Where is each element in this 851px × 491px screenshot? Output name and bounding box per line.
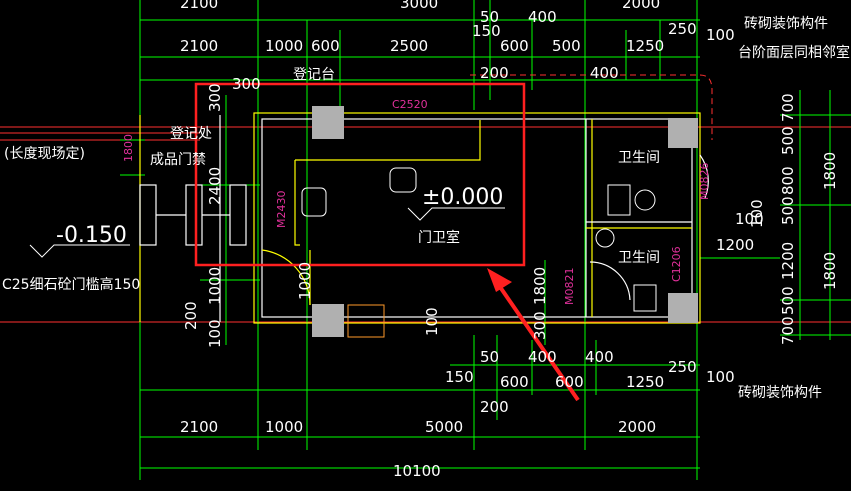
svg-text:400: 400 xyxy=(528,348,557,366)
label-length-note: (长度现场定) xyxy=(4,146,85,162)
label-toilet-b: 卫生间 xyxy=(618,250,660,266)
top-dims-row3: 200 400 xyxy=(480,64,619,82)
label-goods-entry: 成品门禁 xyxy=(150,152,206,168)
label-step-note: 台阶面层同相邻室内 xyxy=(738,44,851,61)
svg-text:300: 300 xyxy=(531,311,549,340)
svg-text:1000: 1000 xyxy=(265,418,303,436)
tag-door-m2430: M2430 xyxy=(275,191,288,229)
svg-text:700: 700 xyxy=(779,93,797,122)
svg-text:300: 300 xyxy=(206,83,224,112)
walls xyxy=(139,112,709,324)
label-registration-office: 登记处 xyxy=(170,126,212,142)
svg-text:2100: 2100 xyxy=(180,37,218,55)
svg-text:1000: 1000 xyxy=(265,37,303,55)
svg-text:600: 600 xyxy=(500,37,529,55)
step-outline-dashed xyxy=(470,74,713,140)
svg-text:250: 250 xyxy=(668,20,697,38)
label-sill-note: C25细石砼门槛高150 xyxy=(2,276,140,293)
svg-text:600: 600 xyxy=(500,373,529,391)
svg-text:600: 600 xyxy=(555,373,584,391)
svg-text:2000: 2000 xyxy=(622,0,660,12)
svg-text:400: 400 xyxy=(585,348,614,366)
svg-text:5000: 5000 xyxy=(425,418,463,436)
bottom-dims-row2: 150 600 600 1250 100 xyxy=(445,368,735,391)
svg-text:2100: 2100 xyxy=(180,0,218,12)
svg-text:500: 500 xyxy=(779,196,797,225)
bottom-total-dim: 10100 xyxy=(393,462,441,480)
svg-text:100: 100 xyxy=(206,319,224,348)
svg-text:1250: 1250 xyxy=(626,37,664,55)
level-marker-zero xyxy=(407,207,505,221)
label-dim-1800-small: 1800 xyxy=(122,134,135,162)
svg-text:500: 500 xyxy=(779,126,797,155)
axis-lines xyxy=(0,126,851,323)
label-dim-100-top: 100 xyxy=(706,26,735,44)
highlight-box xyxy=(194,82,526,267)
svg-text:1000: 1000 xyxy=(296,262,314,300)
svg-text:100: 100 xyxy=(748,199,766,228)
label-guard-room: 门卫室 xyxy=(418,229,460,246)
svg-text:250: 250 xyxy=(668,358,697,376)
svg-text:400: 400 xyxy=(590,64,619,82)
svg-text:400: 400 xyxy=(528,8,557,26)
svg-text:1200: 1200 xyxy=(779,242,797,280)
level-marker-minus xyxy=(29,244,130,258)
svg-text:500: 500 xyxy=(552,37,581,55)
label-brick-deco-top: 砖砌装饰构件 xyxy=(744,16,828,32)
svg-text:100: 100 xyxy=(423,307,441,336)
svg-text:3000: 3000 xyxy=(400,0,438,12)
left-dims: 300 2400 1000 200 100 xyxy=(182,83,224,348)
svg-text:800: 800 xyxy=(779,166,797,195)
svg-text:1250: 1250 xyxy=(626,373,664,391)
top-dims-row2: 2100 1000 600 2500 600 500 1250 xyxy=(180,37,664,55)
top-dims-row1: 2100 3000 50 400 150 250 2000 xyxy=(180,0,697,40)
tag-window-c2520: C2520 xyxy=(392,98,428,111)
bottom-dims-row1: 50 400 400 250 xyxy=(480,348,697,376)
furniture xyxy=(301,167,657,338)
gate-fixtures xyxy=(139,184,247,246)
svg-text:600: 600 xyxy=(311,37,340,55)
svg-text:700: 700 xyxy=(779,316,797,345)
label-level-minus: -0.150 xyxy=(56,223,127,248)
label-dim-100-side: 100 xyxy=(735,210,764,228)
svg-text:1000: 1000 xyxy=(206,267,224,305)
red-arrow xyxy=(487,268,580,402)
label-registration-counter: 登记台 xyxy=(293,67,335,83)
svg-text:200: 200 xyxy=(480,64,509,82)
svg-text:2400: 2400 xyxy=(206,167,224,205)
label-level-zero: ±0.000 xyxy=(422,185,503,210)
right-dims-a: 700 500 800 500 100 1200 500 700 xyxy=(748,93,797,345)
svg-text:500: 500 xyxy=(779,286,797,315)
label-dim-300-top: 300 xyxy=(232,75,261,93)
svg-text:1800: 1800 xyxy=(531,267,549,305)
svg-text:2100: 2100 xyxy=(180,418,218,436)
tag-door-m0826: M0826 xyxy=(698,163,711,201)
right-dims-b: 1800 1800 xyxy=(821,152,839,290)
mid-dims: 1800 300 100 1000 xyxy=(296,262,549,340)
svg-text:2500: 2500 xyxy=(390,37,428,55)
svg-text:2000: 2000 xyxy=(618,418,656,436)
svg-text:1800: 1800 xyxy=(821,152,839,190)
columns xyxy=(312,106,698,337)
label-toilet-a: 卫生间 xyxy=(618,150,660,166)
svg-text:150: 150 xyxy=(472,22,501,40)
svg-text:50: 50 xyxy=(480,8,499,26)
tag-window-c1206: C1206 xyxy=(670,246,683,282)
svg-text:200: 200 xyxy=(182,301,200,330)
svg-text:100: 100 xyxy=(706,368,735,386)
svg-text:150: 150 xyxy=(445,368,474,386)
label-dim-1200: 1200 xyxy=(716,236,754,254)
tag-door-m0821: M0821 xyxy=(563,268,576,306)
dimension-lines xyxy=(120,0,851,480)
svg-text:50: 50 xyxy=(480,348,499,366)
svg-text:1800: 1800 xyxy=(821,252,839,290)
bottom-dims-row4: 2100 1000 5000 2000 xyxy=(180,418,656,436)
svg-text:200: 200 xyxy=(480,398,509,416)
label-brick-deco-bottom: 砖砌装饰构件 xyxy=(738,385,822,401)
bottom-dims-row3: 200 xyxy=(480,398,509,416)
